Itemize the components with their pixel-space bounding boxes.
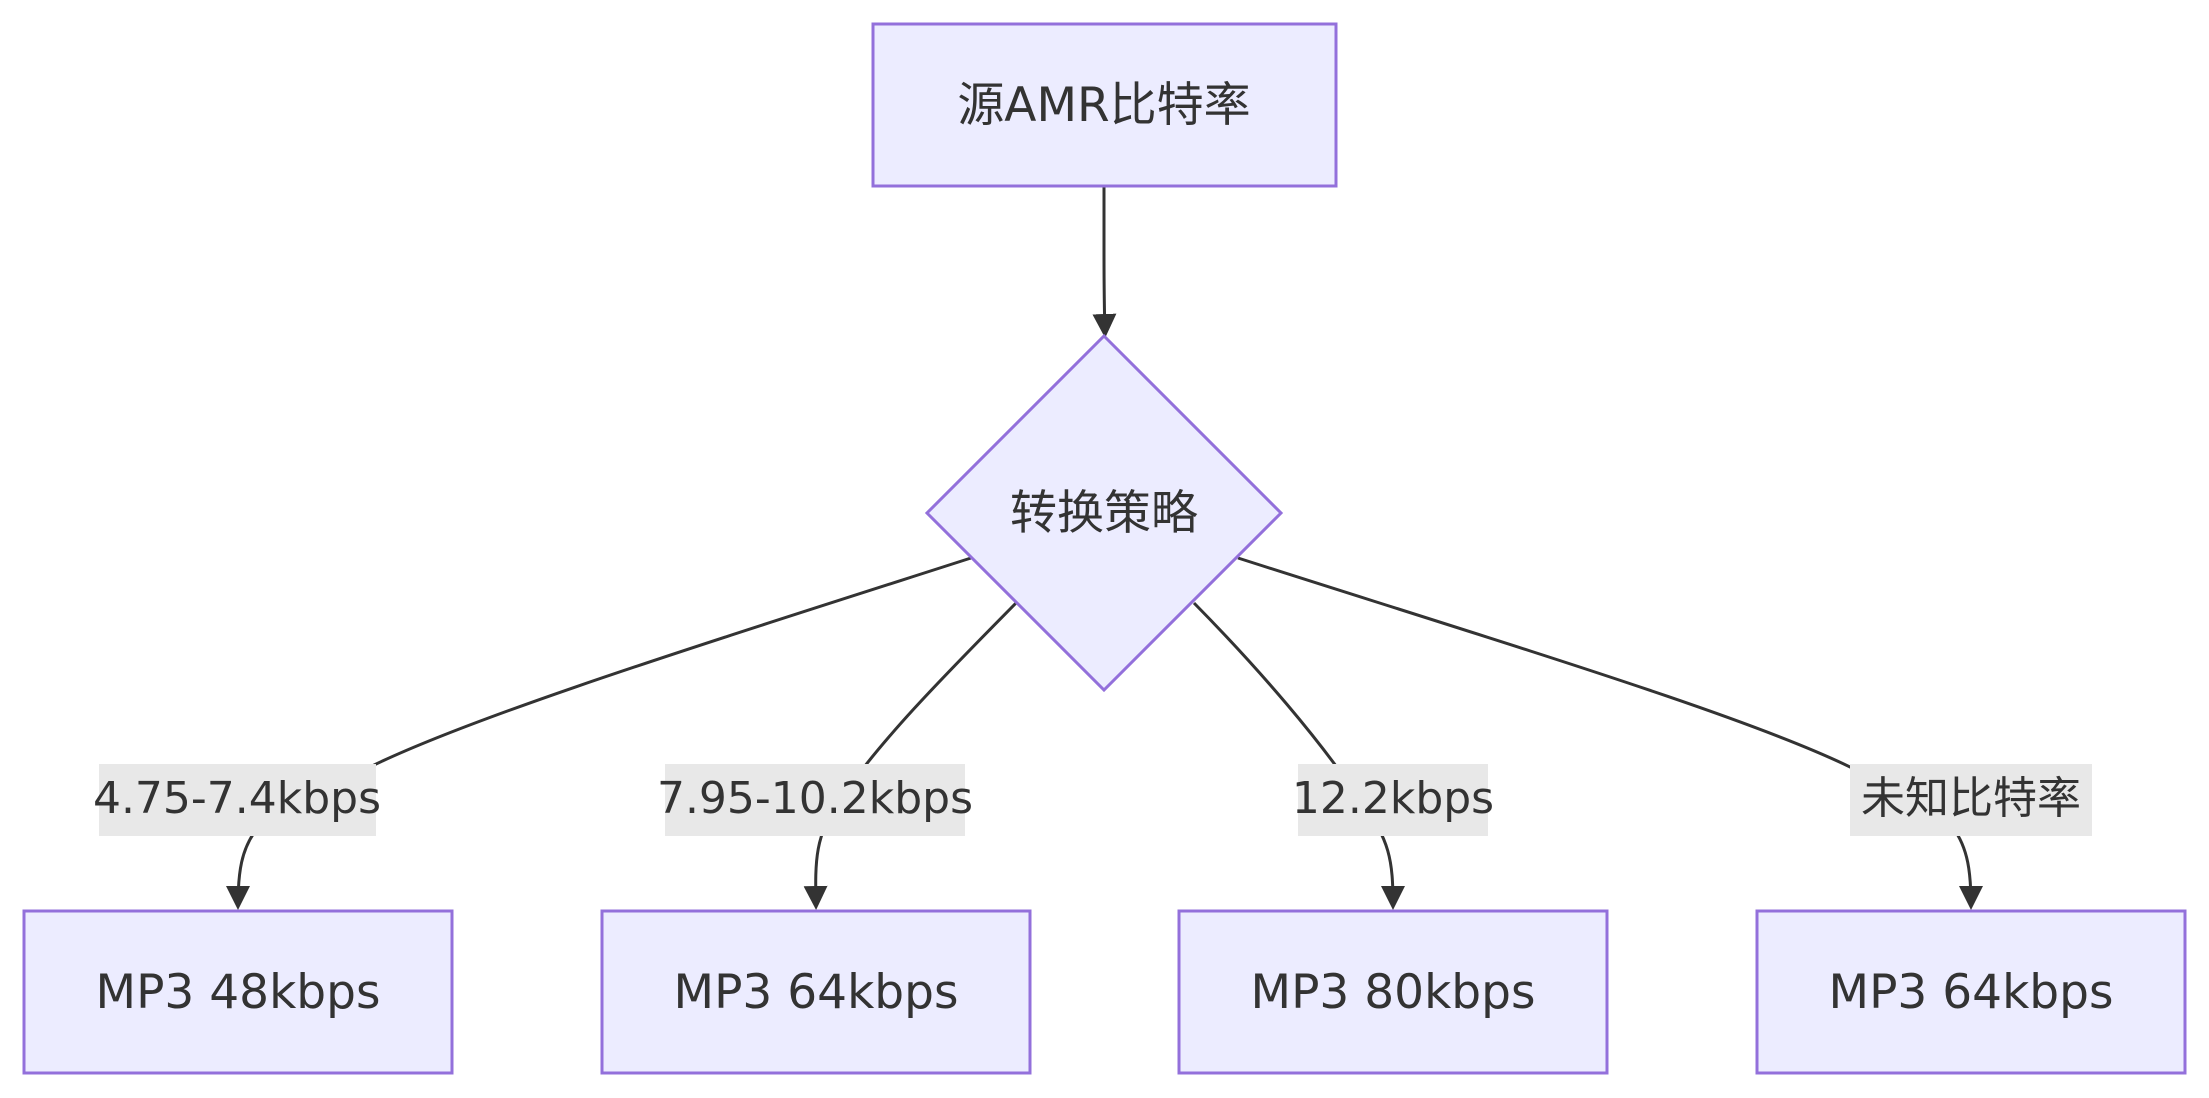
edge-label-out3: 12.2kbps — [1292, 764, 1494, 836]
edge-label-out3-text: 12.2kbps — [1292, 773, 1494, 824]
edge-decision-to-out2 — [803, 601, 1018, 910]
edge-decision-to-out1 — [226, 556, 972, 910]
edge-label-out4-text: 未知比特率 — [1861, 773, 2081, 824]
edge-decision-to-out4 — [1237, 556, 1983, 910]
node-decision-label: 转换策略 — [1010, 486, 1198, 541]
node-decision: 转换策略 — [924, 333, 1284, 693]
edge-label-out2: 7.95-10.2kbps — [657, 764, 973, 836]
node-out4-label: MP3 64kbps — [1829, 965, 2114, 1020]
node-source-label: 源AMR比特率 — [957, 78, 1250, 133]
edge-labels: 4.75-7.4kbps 7.95-10.2kbps 12.2kbps 未知比特… — [93, 764, 2092, 836]
edge-label-out2-text: 7.95-10.2kbps — [657, 773, 973, 824]
edge-label-out1: 4.75-7.4kbps — [93, 764, 381, 836]
edge-label-out1-text: 4.75-7.4kbps — [93, 773, 381, 824]
edge-source-to-decision — [1092, 186, 1117, 338]
edge-decision-to-out3 — [1192, 601, 1405, 910]
node-out1: MP3 48kbps — [22, 909, 454, 1075]
node-out4: MP3 64kbps — [1755, 909, 2187, 1075]
node-out3-label: MP3 80kbps — [1251, 965, 1536, 1020]
node-out2-label: MP3 64kbps — [674, 965, 959, 1020]
node-source: 源AMR比特率 — [871, 22, 1338, 188]
node-out1-label: MP3 48kbps — [96, 965, 381, 1020]
edge-label-out4: 未知比特率 — [1850, 764, 2092, 836]
node-out2: MP3 64kbps — [600, 909, 1032, 1075]
node-out3: MP3 80kbps — [1177, 909, 1609, 1075]
nodes: 源AMR比特率 转换策略 MP3 48kbps MP3 64kbps MP3 8… — [22, 22, 2187, 1075]
